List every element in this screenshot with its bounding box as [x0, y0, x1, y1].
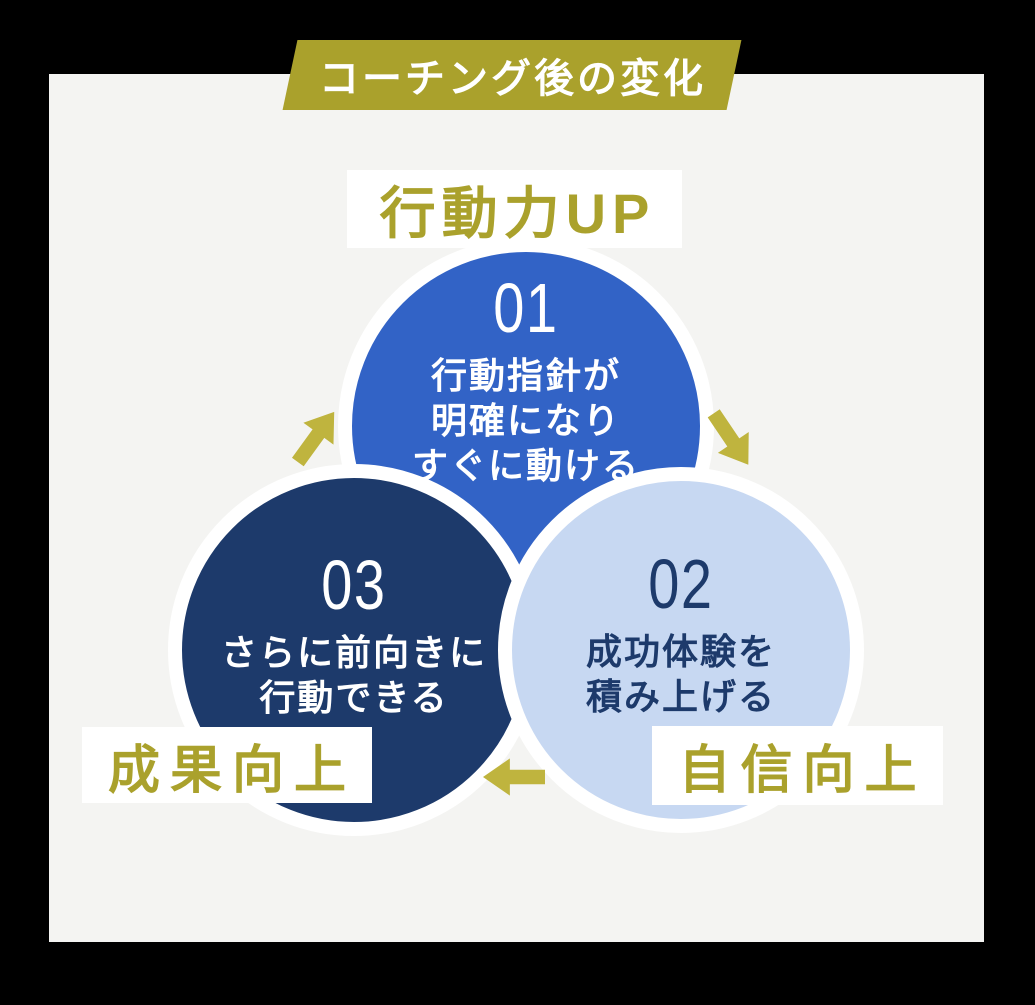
step-03-line: さらに前向きに: [220, 632, 487, 673]
step-01-number: 01: [493, 268, 559, 347]
circle-step-01-content: 01 行動指針が 明確になり すぐに動ける: [412, 273, 640, 488]
step-01-line: すぐに動ける: [411, 444, 640, 486]
step-02-text: 成功体験を 積み上げる: [586, 629, 776, 719]
step-02-line: 成功体験を: [585, 631, 776, 672]
step-01-line: 行動指針が: [430, 354, 621, 396]
step-01-text: 行動指針が 明確になり すぐに動ける: [412, 353, 640, 488]
label-koudouryoku-up: 行動力UP: [347, 170, 682, 248]
label-jishin-koujou: 自信向上: [652, 726, 943, 805]
step-03-text: さらに前向きに 行動できる: [221, 630, 487, 720]
banner-title: コーチング後の変化: [318, 57, 706, 101]
circle-step-02-content: 02 成功体験を 積み上げる: [586, 549, 776, 719]
title-banner: コーチング後の変化: [282, 40, 742, 110]
arrow-02-to-03-icon: [483, 758, 545, 796]
circle-step-03-content: 03 さらに前向きに 行動できる: [221, 550, 487, 720]
step-02-line: 積み上げる: [585, 676, 776, 717]
step-03-number: 03: [321, 546, 387, 624]
step-02-number: 02: [648, 545, 714, 623]
step-01-line: 明確になり: [430, 399, 621, 441]
label-seika-koujou: 成果向上: [82, 727, 372, 803]
step-03-line: 行動できる: [259, 677, 449, 718]
arrow-01-to-02-icon: [698, 403, 764, 476]
arrow-03-to-01-icon: [282, 401, 349, 473]
